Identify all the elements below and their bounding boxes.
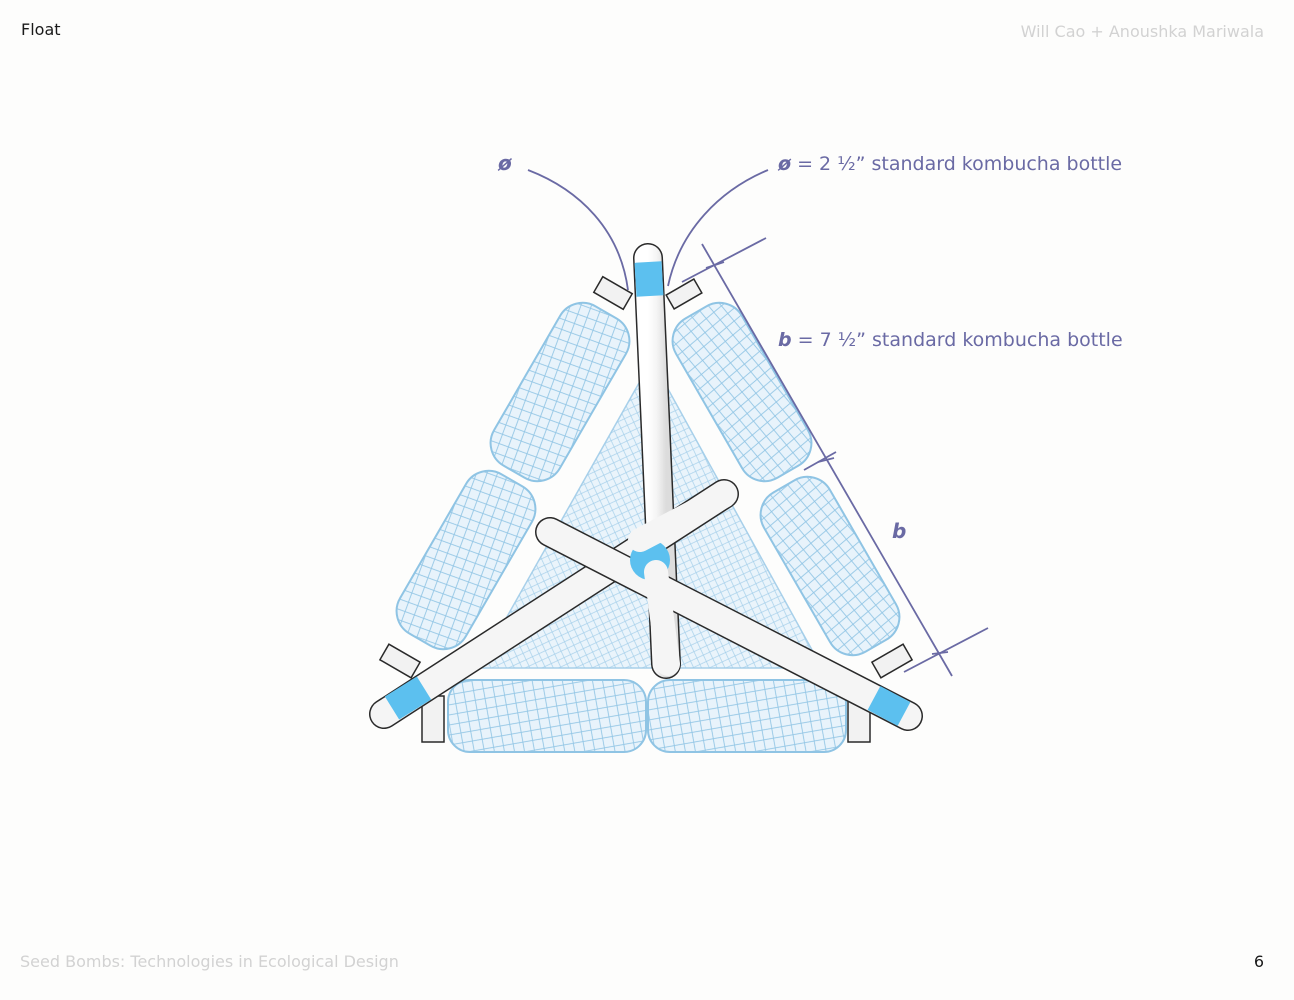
diameter-label-text: = 2 ½” standard kombucha bottle — [791, 153, 1122, 175]
length-symbol: b — [892, 519, 906, 543]
length-dimension — [681, 237, 989, 677]
section-title: Float — [21, 20, 61, 39]
bottle-left-upper — [489, 301, 631, 483]
footer-title: Seed Bombs: Technologies in Ecological D… — [20, 952, 399, 971]
diameter-label: ø = 2 ½” standard kombucha bottle — [777, 153, 1122, 175]
bottle-right-upper — [671, 301, 813, 483]
length-label-symbol: b — [778, 329, 792, 351]
pipe-center-joint — [628, 484, 736, 676]
diameter-callout-lines — [527, 169, 769, 291]
diameter-label-symbol: ø — [777, 153, 792, 175]
bottle-left-lower — [395, 469, 537, 651]
bottle-bottom-left — [447, 679, 647, 753]
pipe-right-diagonal — [535, 517, 923, 731]
length-label: b = 7 ½” standard kombucha bottle — [778, 329, 1123, 351]
authors-credit: Will Cao + Anoushka Mariwala — [1020, 22, 1264, 41]
diameter-symbol: ø — [497, 151, 512, 175]
page-number: 6 — [1253, 952, 1264, 971]
bottle-bottom-right — [647, 679, 847, 753]
length-label-text: = 7 ½” standard kombucha bottle — [792, 329, 1123, 351]
bottle-right-lower — [759, 475, 901, 657]
